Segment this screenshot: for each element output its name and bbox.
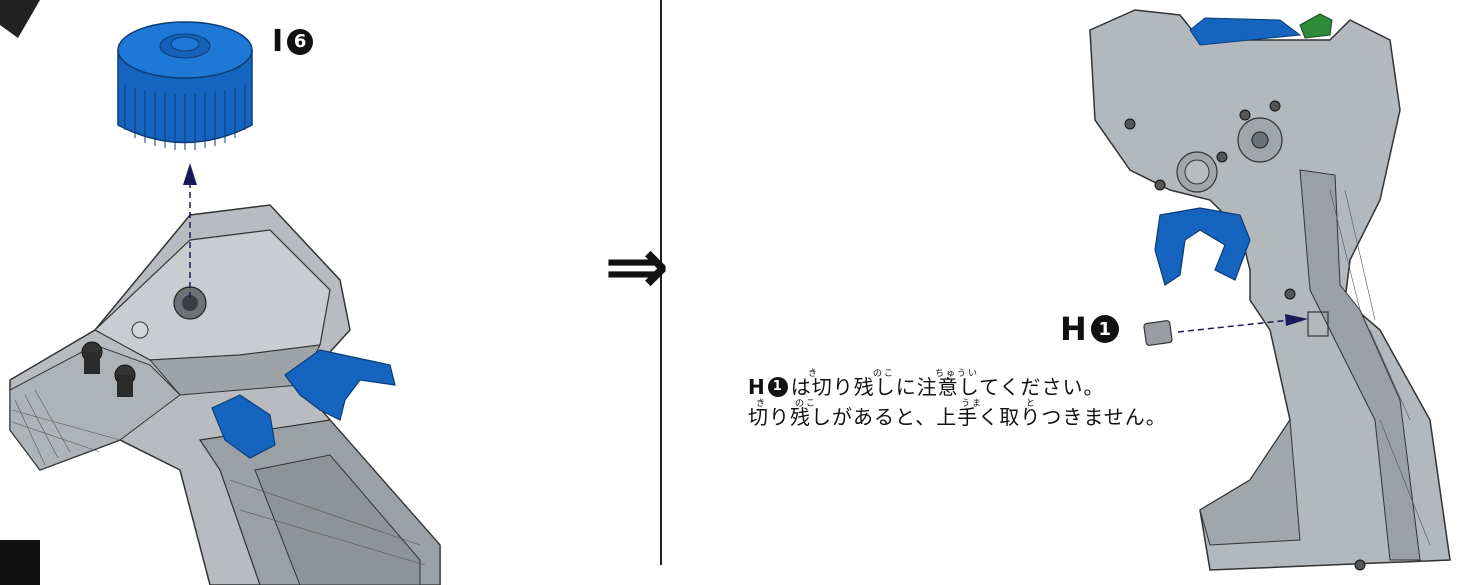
next-step-arrow: ⇒ [604,222,670,312]
furigana-ki-1: き [808,369,820,379]
blue-trigger [284,349,396,421]
top-blue-dial [1189,17,1302,46]
step-divider [660,0,662,565]
blue-trigger-assembled [1154,207,1251,286]
furigana-noko-1: のこ [873,369,896,379]
small-part-h1 [1143,320,1173,346]
step-badge-bottom [0,540,40,585]
part-number-badge-1: 1 [1090,315,1119,343]
caution-line-2: 切り残しがあると、上手く取りつきません。 [748,402,1167,432]
furigana-noko-2: のこ [795,399,818,409]
furigana-ki-2: き [756,399,768,409]
part-label-i6-letter: I [272,24,284,59]
note-part-letter: H [748,375,766,399]
caution-line-1: H 1 は切り残しに注意してください。 [748,372,1167,402]
dashed-arrow-h1 [1177,319,1291,333]
controller-side-view [1089,9,1451,571]
note-line-2-text: 切り残しがあると、上手く取りつきません。 [748,405,1167,429]
slot-target [1307,311,1329,337]
blue-knob-part [117,21,253,150]
arrow-head-up [183,163,197,185]
left-assembly-illustration [0,0,441,585]
part-number-badge-6: 6 [287,28,314,55]
note-line-1-text: は切り残しに注意してください。 [790,375,1105,399]
caution-note: H 1 は切り残しに注意してください。 切り残しがあると、上手く取りつきません。 [748,372,1167,432]
step-badge-corner [0,0,40,38]
part-label-h1: H 1 [1060,310,1119,348]
top-green-part [1299,13,1333,39]
part-label-h1-letter: H [1060,310,1087,348]
arrow-head-right [1285,314,1308,326]
blue-button [211,394,276,459]
furigana-uma: うま [961,399,984,409]
part-label-i6: I 6 [272,24,314,59]
furigana-chuui: ちゅうい [935,369,980,379]
furigana-to: と [1026,399,1038,409]
controller-body [9,204,441,585]
note-part-number-badge: 1 [767,377,788,397]
